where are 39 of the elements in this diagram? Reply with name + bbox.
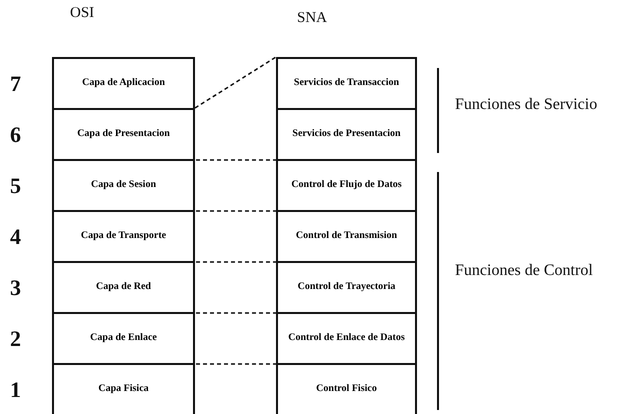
layer-box [52,363,195,414]
layer-number: 4 [10,224,21,250]
layer-name: Capa de Presentacion [76,128,171,141]
layer-box [276,210,417,263]
layer-box [52,261,195,314]
layer-name: Capa de Enlace [89,332,158,345]
group-label: Funciones de Servicio [455,96,598,114]
layer-box [276,312,417,365]
layer-box [52,57,195,110]
layer-number: 3 [10,275,21,301]
layer-name: Control de Trayectoria [296,281,396,294]
layer-name: Capa de Red [94,281,152,294]
layer-number: 1 [10,377,21,403]
layer-box [276,57,417,110]
group-label: Funciones de Control [455,262,593,280]
layer-name: Capa Fisica [97,383,150,396]
layer-name: Capa de Transporte [80,230,168,243]
layer-box [52,108,195,161]
layer-box [52,312,195,365]
layer-number: 2 [10,326,21,352]
layer-box [276,108,417,161]
column-header: SNA [297,10,328,27]
layer-name: Control de Transmision [294,230,398,243]
layer-name: Control de Flujo de Datos [290,179,403,192]
layer-name: Capa de Aplicacion [81,77,166,90]
layer-name: Servicios de Transaccion [292,77,400,90]
layer-name: Capa de Sesion [90,179,157,192]
layer-box [276,261,417,314]
layer-name: Servicios de Presentacion [291,128,402,141]
layer-box [52,210,195,263]
layer-name: Control Fisico [315,383,378,396]
column-header: OSI [70,5,94,22]
layer-box [52,159,195,212]
layer-name: Control de Enlace de Datos [287,332,406,345]
layer-number: 5 [10,173,21,199]
layer-number: 6 [10,122,21,148]
layer-box [276,363,417,414]
layer-number: 7 [10,71,21,97]
layer-box [276,159,417,212]
